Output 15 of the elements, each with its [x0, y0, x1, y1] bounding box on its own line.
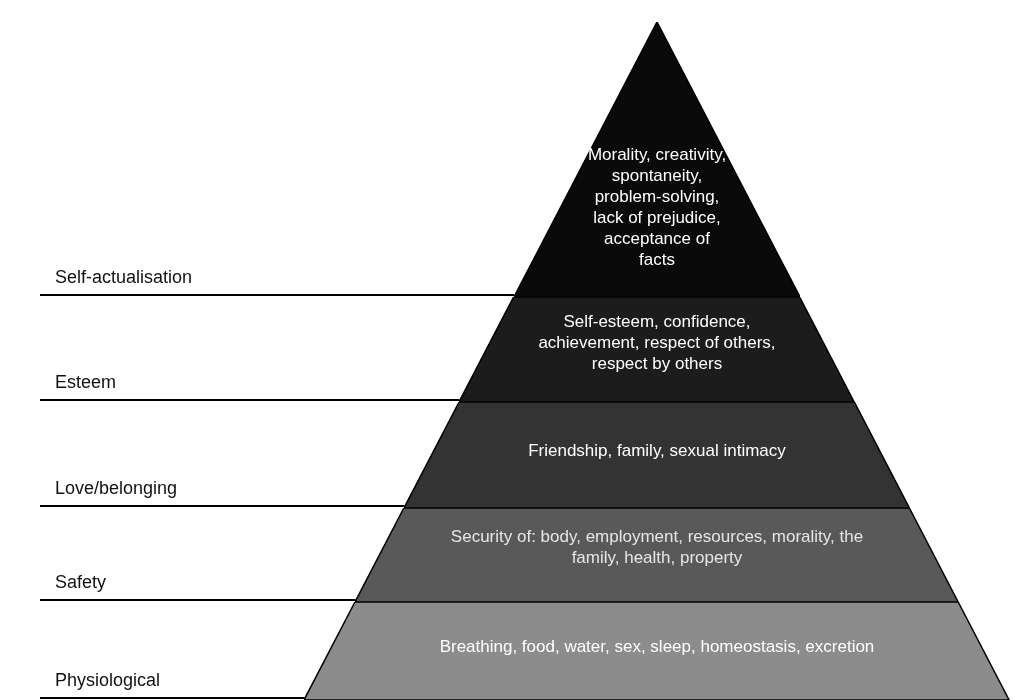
- tier-description: Security of: body, employment, resources, morality, the family, health, property: [449, 526, 865, 568]
- pyramid-tier: [355, 508, 959, 602]
- tier-description: Friendship, family, sexual intimacy: [527, 440, 787, 461]
- level-name: Esteem: [55, 372, 117, 393]
- pyramid-tier: [304, 602, 1010, 700]
- pyramid-tier: [459, 297, 855, 402]
- level-name: Love/belonging: [55, 478, 178, 499]
- tier-description: Breathing, food, water, sex, sleep, homeostasis, excretion: [438, 636, 876, 657]
- tier-description: Self-esteem, confidence, achievement, respect of others, respect by others: [537, 311, 777, 374]
- level-name: Physiological: [55, 670, 161, 691]
- level-name: Self-actualisation: [55, 267, 193, 288]
- tier-description: Morality, creativity, spontaneity, problem-solving, lack of prejudice, acceptance of facts: [587, 144, 727, 270]
- level-name: Safety: [55, 572, 107, 593]
- pyramid-apex-tier: [514, 22, 800, 297]
- pyramid-tier: [404, 402, 910, 508]
